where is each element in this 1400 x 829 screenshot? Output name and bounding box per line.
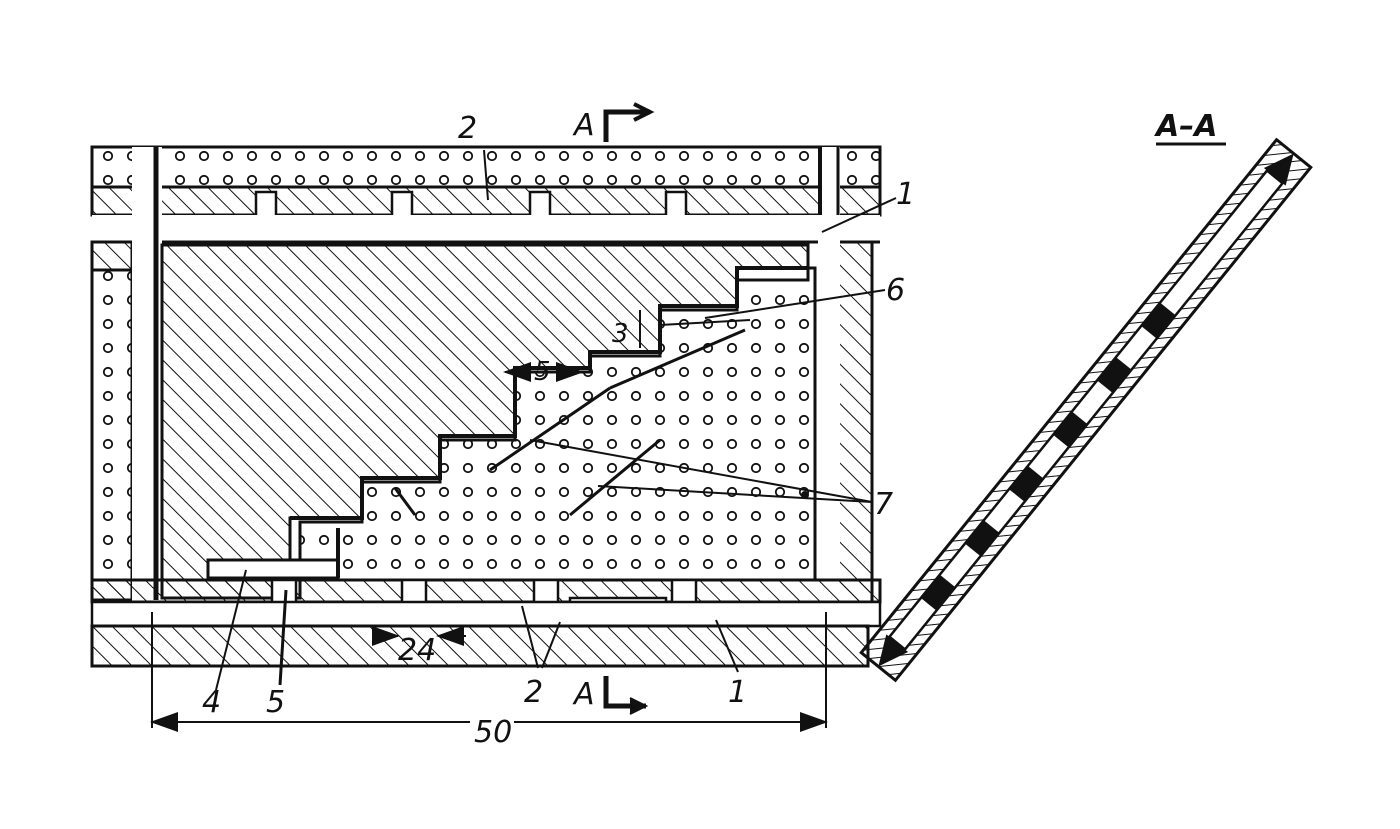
- step-width-label: 5: [534, 357, 551, 387]
- section-a-a: А–А: [859, 109, 1313, 683]
- top-drift: [92, 215, 880, 242]
- top-strip: [90, 145, 882, 220]
- dimension-step-width: 5: [503, 357, 584, 387]
- callout-6-label: 6: [886, 273, 905, 308]
- section-mark-bottom-label: А: [572, 677, 595, 712]
- callout-2-top-label: 2: [458, 111, 477, 146]
- ore-block: [160, 243, 817, 600]
- callout-5: 5: [266, 589, 288, 720]
- callout-7-label: 7: [874, 487, 893, 522]
- dimension-step-height: 3: [612, 310, 641, 349]
- section-title-label: А–А: [1154, 109, 1217, 144]
- callout-7: 7: [529, 439, 893, 522]
- section-mark-bottom: А: [572, 676, 649, 715]
- callout-4-label: 4: [202, 685, 221, 720]
- callout-1-bottom-label: 1: [728, 675, 747, 710]
- callout-1-bottom: 1: [715, 619, 747, 710]
- section-mark-top-label: А: [572, 108, 595, 143]
- dimension-50: 50: [150, 612, 828, 750]
- callout-6: 6: [704, 273, 905, 319]
- left-pillar: [90, 240, 134, 602]
- dimension-gap-label: 24: [398, 633, 436, 668]
- callout-2-top: 2: [458, 111, 489, 201]
- callout-1-top: 1: [821, 177, 915, 233]
- callout-5-label: 5: [266, 685, 285, 720]
- dimension-24: 24: [372, 626, 466, 668]
- callout-4: 4: [202, 569, 247, 720]
- callout-1-top-label: 1: [896, 177, 915, 212]
- step-height-label: 3: [612, 319, 629, 349]
- callout-2-bottom: 2: [521, 605, 561, 710]
- right-raise: [818, 147, 840, 627]
- callout-2-bottom-label: 2: [524, 675, 543, 710]
- dimension-total-label: 50: [474, 715, 512, 750]
- section-mark-top: А: [572, 102, 655, 143]
- bottom-strip: [90, 578, 882, 668]
- right-pillar: [836, 240, 874, 604]
